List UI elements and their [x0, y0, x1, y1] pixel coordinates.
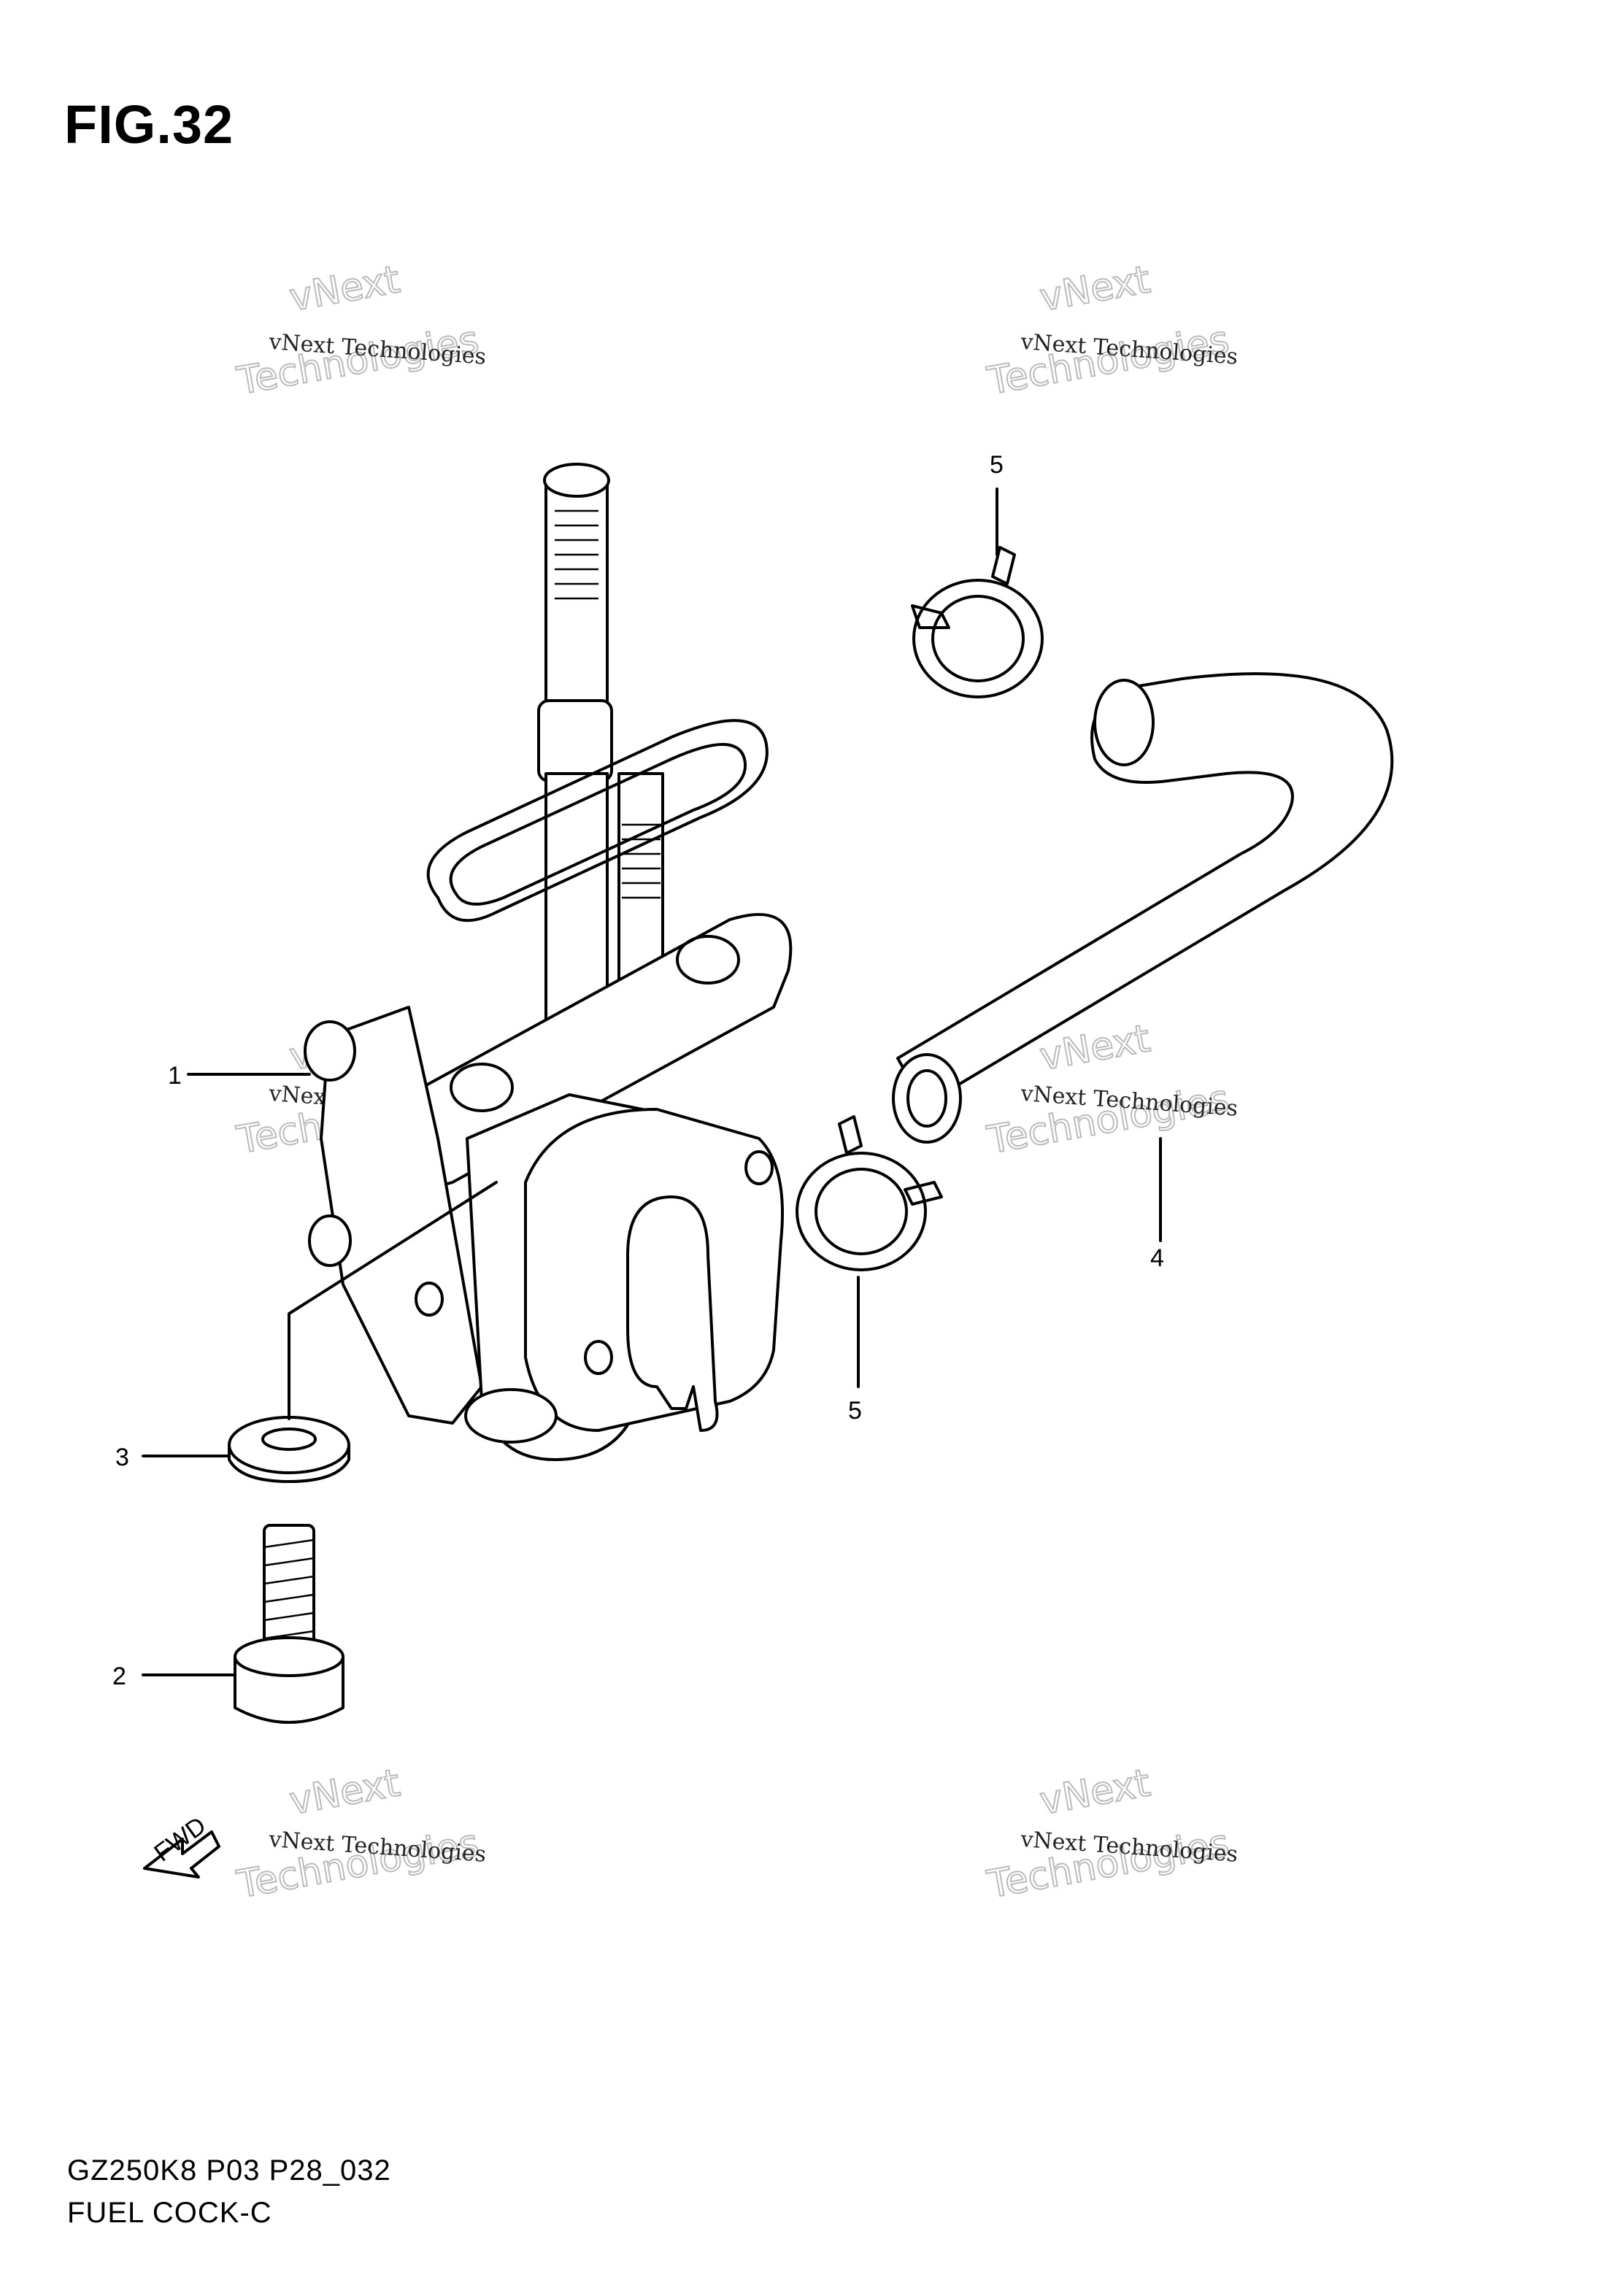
callout-5-bottom: 5 — [848, 1397, 862, 1425]
washer — [228, 1416, 350, 1483]
figure-title: FIG.32 — [64, 94, 234, 155]
watermark-line1: vNext — [1036, 258, 1153, 320]
watermark-top-left: vNext Technologies — [233, 257, 482, 404]
leader-lines — [142, 488, 1162, 1676]
callout-5-top: 5 — [990, 451, 1004, 479]
housing-screw — [744, 1150, 774, 1185]
mount-hole — [450, 1063, 514, 1112]
callout-2: 2 — [112, 1663, 126, 1690]
strainer-cap — [543, 463, 610, 498]
fuel-hose — [892, 672, 1394, 1144]
watermark-line1: vNext — [286, 1761, 403, 1823]
housing-screw — [584, 1340, 613, 1375]
fwd-arrow-icon: FWD — [143, 1811, 220, 1879]
fuel-lever — [626, 1195, 719, 1432]
mount-hole — [676, 935, 740, 985]
reserve-mesh — [622, 823, 661, 899]
watermark-line1: vNext — [1036, 1761, 1153, 1823]
fuel-cock-assembly — [304, 463, 793, 1461]
valve-body-side — [320, 1006, 483, 1425]
clamp-lower — [796, 1115, 943, 1271]
gasket-ring-inner — [449, 743, 747, 906]
callout-4: 4 — [1150, 1244, 1164, 1272]
watermark-bottom-right: vNext Technologies — [983, 1760, 1233, 1908]
screw — [234, 1524, 344, 1724]
diagram-code: GZ250K8 P03 P28_032 — [67, 2154, 391, 2187]
side-hole — [415, 1282, 444, 1317]
watermark-bottom-left: vNext Technologies — [233, 1760, 482, 1908]
clamp-upper — [911, 546, 1044, 698]
watermark-line1: vNext — [286, 258, 403, 320]
outlet-nipple — [464, 1388, 558, 1444]
side-boss — [304, 1020, 356, 1082]
leader-3-up — [288, 1181, 498, 1420]
side-boss — [308, 1214, 352, 1267]
callout-1: 1 — [168, 1062, 182, 1090]
gasket-ring — [426, 719, 769, 922]
callout-3: 3 — [115, 1444, 129, 1471]
watermark-top-right: vNext Technologies — [983, 257, 1233, 404]
strainer-mesh — [555, 509, 598, 600]
diagram-name: FUEL COCK-C — [67, 2197, 272, 2229]
